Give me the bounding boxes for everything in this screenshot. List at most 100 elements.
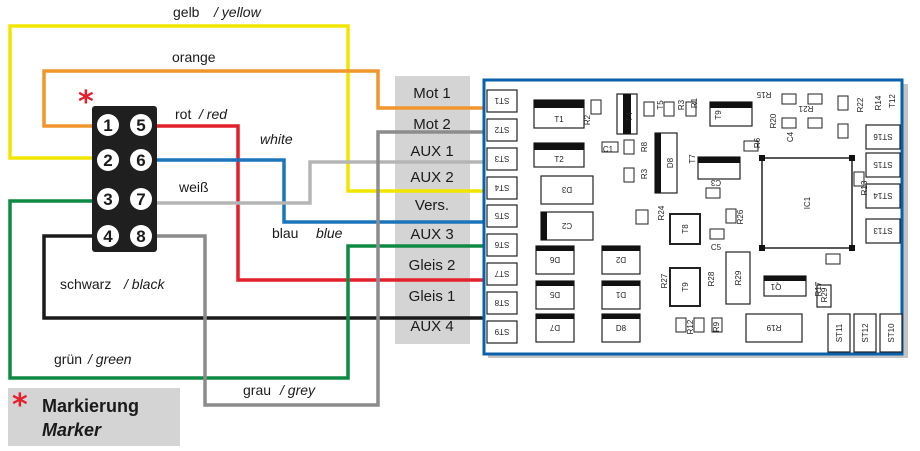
smd-part xyxy=(623,167,635,183)
component-t8-tab xyxy=(710,102,752,108)
smd-part xyxy=(635,209,649,225)
component-label: R13 xyxy=(860,180,869,195)
pin-label: Gleis 2 xyxy=(409,257,456,274)
pad xyxy=(486,176,518,200)
pad-label: ST13 xyxy=(873,226,893,235)
label-yellow-en: / yellow xyxy=(213,4,262,20)
label-green-en: / green xyxy=(87,351,132,367)
component-label: R3 xyxy=(640,168,649,179)
component-label: R14 xyxy=(874,95,883,110)
pin-number: 5 xyxy=(136,116,145,135)
component-t9-tab xyxy=(698,157,740,163)
component-q1-tab xyxy=(764,276,806,281)
smd-part xyxy=(837,123,849,139)
pad xyxy=(865,183,901,209)
pin-number: 1 xyxy=(103,116,112,135)
component-label: D5 xyxy=(549,290,560,299)
component-d3 xyxy=(540,175,594,205)
component-label: R6 xyxy=(753,137,762,148)
label-grey-de: grau xyxy=(243,382,271,398)
wire-orange xyxy=(42,69,490,128)
component-r29 xyxy=(816,284,832,308)
wire-black xyxy=(42,234,490,320)
smd-part xyxy=(743,140,759,152)
component-label: D8 xyxy=(666,157,675,168)
smd-part xyxy=(853,171,865,187)
component-label: T9 xyxy=(714,110,723,120)
component-label: T9 xyxy=(681,282,690,292)
component-label: R28 xyxy=(707,271,716,286)
pad-label: ST11 xyxy=(835,323,844,342)
component-label: D1 xyxy=(615,290,626,299)
smd-part xyxy=(601,141,619,153)
pad-label: ST9 xyxy=(494,327,509,336)
component-label: R19 xyxy=(766,323,781,332)
wire-blue xyxy=(155,158,490,224)
smd-part xyxy=(590,99,602,115)
component-t4-tab xyxy=(623,94,631,134)
component-label: R27 xyxy=(660,273,669,288)
pin-label: AUX 3 xyxy=(410,226,453,243)
component-r8 xyxy=(725,251,751,305)
smd-parts xyxy=(590,93,865,333)
smd-part xyxy=(643,101,655,117)
label-white-en: white xyxy=(260,131,293,147)
component-label: R1 xyxy=(690,97,699,108)
smd-part xyxy=(711,317,723,333)
pin-7 xyxy=(130,188,152,210)
component-label: D7 xyxy=(549,323,560,332)
component-label: R29 xyxy=(734,270,743,285)
component-label: R17 xyxy=(814,281,823,296)
smd-part xyxy=(825,253,841,265)
component-label: IC1 xyxy=(803,196,812,209)
smd-part xyxy=(709,228,725,240)
pad-label: ST4 xyxy=(494,183,509,192)
component-d8-band xyxy=(602,314,640,319)
pad xyxy=(865,152,901,178)
smd-part xyxy=(663,101,675,117)
pin-3 xyxy=(97,188,119,210)
component-d7-band xyxy=(536,314,574,319)
component-d5-band xyxy=(536,281,574,286)
connector-pins: 1 2 3 4 5 6 7 8 xyxy=(97,114,152,247)
pad-label: ST3 xyxy=(494,154,509,163)
pin-number: 4 xyxy=(103,227,113,246)
component-label: C3 xyxy=(710,178,721,187)
pin-label: AUX 2 xyxy=(410,169,453,186)
component-label: R24 xyxy=(657,205,666,220)
pad xyxy=(486,320,518,344)
pad-label: ST5 xyxy=(494,211,509,220)
pin-label: AUX 1 xyxy=(410,143,453,160)
pad xyxy=(879,313,903,353)
component-label: C1 xyxy=(603,145,614,154)
component-label: R29 xyxy=(820,287,829,302)
component-label: D8 xyxy=(616,324,627,333)
pin-5 xyxy=(130,114,152,136)
smd-part xyxy=(781,117,797,129)
label-red-en: / red xyxy=(198,106,228,122)
pad-label: ST16 xyxy=(873,132,893,141)
pin-label: AUX 4 xyxy=(410,318,453,335)
pin-1 xyxy=(97,114,119,136)
pad xyxy=(865,124,901,150)
pad-label: ST8 xyxy=(494,298,509,307)
component-label: T8 xyxy=(681,224,690,234)
component-t6 xyxy=(669,213,701,245)
marker-star-icon: * xyxy=(12,388,28,423)
label-blue-en: blue xyxy=(316,225,343,241)
component-label: R22 xyxy=(856,97,865,112)
label-white-de: weiß xyxy=(178,179,209,195)
component-label: D6 xyxy=(549,255,560,264)
pad-label: ST1 xyxy=(494,96,509,105)
smd-part xyxy=(705,187,721,199)
pin-number: 6 xyxy=(136,151,145,170)
pad-label: ST12 xyxy=(861,323,870,343)
pad-label: ST10 xyxy=(887,323,896,343)
pin-label-column xyxy=(395,76,470,344)
component-label: R20 xyxy=(769,113,778,128)
pin-number: 8 xyxy=(136,227,145,246)
pad-label: ST7 xyxy=(494,269,509,278)
marker-legend xyxy=(8,388,180,446)
pad xyxy=(853,313,877,353)
